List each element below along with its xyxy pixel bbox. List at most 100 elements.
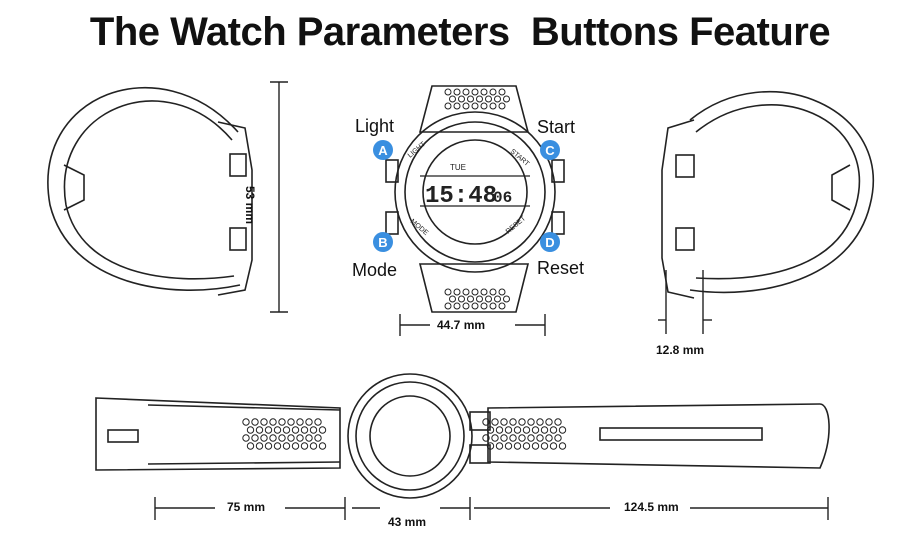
strap-hole xyxy=(314,434,322,442)
strap-hole xyxy=(498,288,506,296)
strap-hole xyxy=(491,418,499,426)
strap-hole xyxy=(471,288,479,296)
strap-hole xyxy=(527,434,535,442)
strap-hole xyxy=(485,295,492,303)
strap-hole xyxy=(498,302,506,310)
strap-hole xyxy=(462,88,470,96)
strap-hole xyxy=(504,426,513,434)
strap-hole xyxy=(462,288,470,296)
strap-hole xyxy=(498,88,506,96)
strap-hole xyxy=(518,418,526,426)
badge-a: A xyxy=(373,140,393,160)
left-side-view xyxy=(47,86,253,296)
strap-hole xyxy=(491,434,499,442)
strap-hole xyxy=(482,418,490,426)
strap-hole xyxy=(527,418,535,426)
button-label-light: Light xyxy=(355,116,395,136)
strap-hole xyxy=(453,102,461,110)
strap-hole xyxy=(500,434,508,442)
dimension-lines xyxy=(154,81,829,520)
strap-hole xyxy=(458,295,465,303)
strap-hole xyxy=(486,426,495,434)
strap-hole xyxy=(503,95,510,103)
flat-strap-view xyxy=(95,373,830,499)
strap-hole xyxy=(305,418,313,426)
strap-hole xyxy=(522,426,531,434)
strap-hole xyxy=(264,442,273,450)
strap-hole xyxy=(242,434,250,442)
strap-hole xyxy=(489,288,497,296)
dim-case-width: 44.7 mm xyxy=(437,318,486,332)
strap-hole xyxy=(246,426,255,434)
strap-hole xyxy=(251,418,259,426)
front-view xyxy=(385,85,565,313)
button-label-mode: Mode xyxy=(352,260,398,280)
button-label-reset: Reset xyxy=(537,258,585,278)
strap-hole xyxy=(449,295,456,303)
bezel-light: LIGHT xyxy=(407,140,428,159)
strap-hole xyxy=(444,102,452,110)
strap-hole xyxy=(540,442,549,450)
dim-strap-right: 124.5 mm xyxy=(624,500,679,514)
badge-d: D xyxy=(540,232,560,252)
strap-hole xyxy=(558,426,567,434)
strap-hole xyxy=(485,95,492,103)
strap-hole xyxy=(503,295,510,303)
strap-hole xyxy=(318,426,327,434)
strap-hole xyxy=(453,302,461,310)
button-label-start: Start xyxy=(537,117,576,137)
strap-hole xyxy=(513,426,522,434)
strap-hole xyxy=(282,442,291,450)
strap-hole xyxy=(531,442,540,450)
strap-hole xyxy=(309,442,318,450)
bezel-reset: RESET xyxy=(505,215,528,236)
strap-hole xyxy=(296,418,304,426)
strap-hole xyxy=(444,88,452,96)
strap-hole xyxy=(480,288,488,296)
strap-hole xyxy=(260,418,268,426)
strap-hole xyxy=(255,442,264,450)
strap-hole xyxy=(489,302,497,310)
strap-hole xyxy=(536,418,544,426)
face-seconds: 06 xyxy=(493,189,512,207)
strap-hole xyxy=(242,418,250,426)
strap-hole xyxy=(453,88,461,96)
strap-hole xyxy=(291,426,300,434)
strap-hole xyxy=(296,434,304,442)
strap-hole xyxy=(536,434,544,442)
dim-thickness: 12.8 mm xyxy=(656,343,705,357)
strap-hole xyxy=(255,426,264,434)
strap-hole xyxy=(282,426,291,434)
strap-hole xyxy=(251,434,259,442)
strap-hole xyxy=(549,426,558,434)
strap-hole xyxy=(480,102,488,110)
strap-hole xyxy=(476,295,483,303)
strap-hole xyxy=(518,434,526,442)
strap-hole xyxy=(314,418,322,426)
strap-hole xyxy=(305,434,313,442)
strap-hole xyxy=(246,442,255,450)
strap-hole xyxy=(545,418,553,426)
strap-hole xyxy=(554,434,562,442)
strap-hole xyxy=(545,434,553,442)
badge-b: B xyxy=(373,232,393,252)
strap-hole xyxy=(467,95,474,103)
strap-hole xyxy=(531,426,540,434)
strap-hole xyxy=(278,434,286,442)
strap-hole xyxy=(486,442,495,450)
strap-hole xyxy=(269,418,277,426)
strap-hole xyxy=(495,442,504,450)
strap-hole xyxy=(287,434,295,442)
strap-hole xyxy=(471,88,479,96)
strap-hole xyxy=(273,442,282,450)
strap-hole xyxy=(309,426,318,434)
strap-hole xyxy=(260,434,268,442)
strap-hole xyxy=(278,418,286,426)
dim-height: 53 mm xyxy=(243,186,257,225)
face-time: 15:48 xyxy=(425,183,497,210)
page-title: The Watch Parameters Buttons Feature xyxy=(89,10,831,54)
strap-hole xyxy=(287,418,295,426)
strap-hole xyxy=(471,302,479,310)
strap-hole xyxy=(509,418,517,426)
